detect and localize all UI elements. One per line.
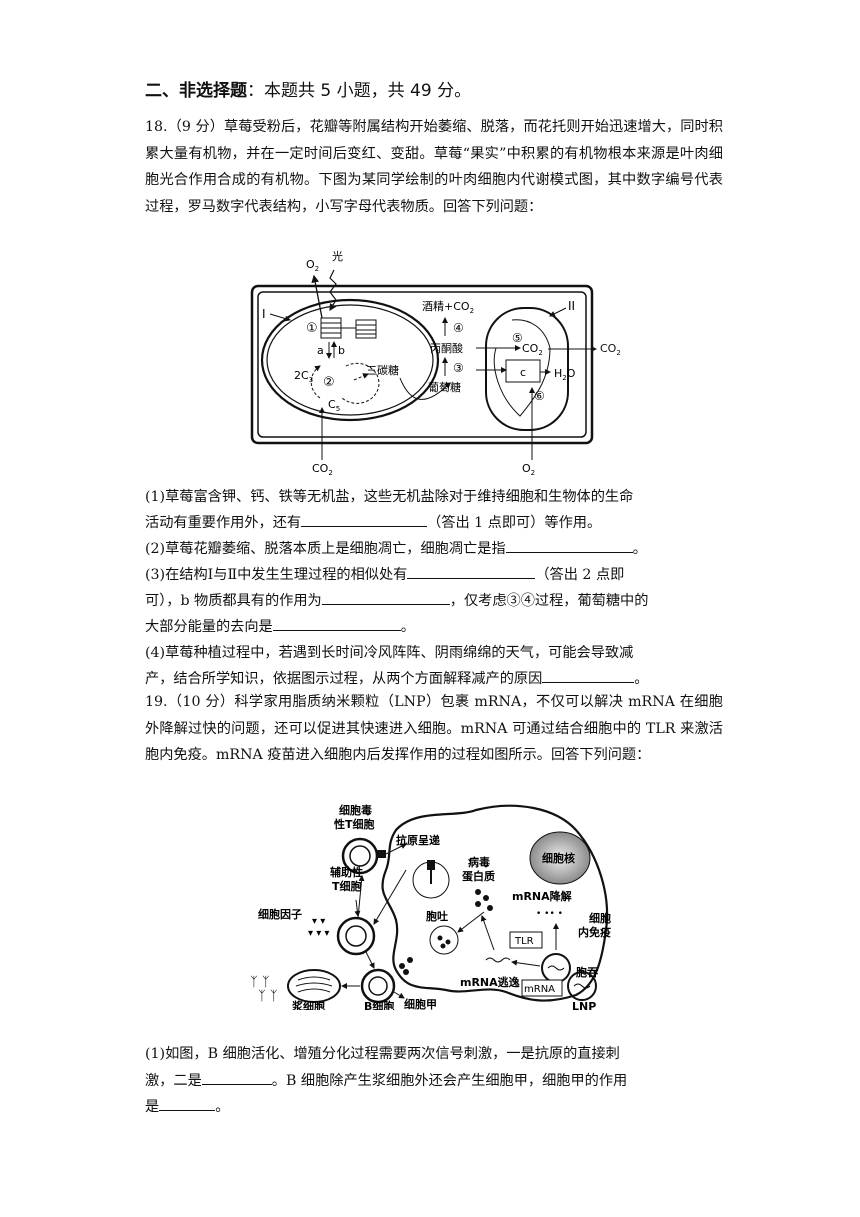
light-label: 光: [332, 249, 343, 263]
cell-wall: [250, 284, 594, 445]
co2-bottom-label: CO2: [312, 462, 333, 477]
process-2-label: ②: [323, 375, 335, 390]
q18-sub4-line1: (4)草莓种植过程中，若遇到长时间冷风阵阵、阴雨绵绵的天气，可能会导致减: [145, 645, 634, 661]
chloroplast: [260, 298, 440, 422]
q19-sub1-line1: (1)如图，B 细胞活化、增殖分化过程需要两次信号刺激，一是抗原的直接刺: [145, 1046, 620, 1062]
process-5-label: ⑤: [512, 331, 523, 345]
section-heading-rest: ：本题共 5 小题，共 49 分。: [247, 81, 472, 101]
nucleus: [529, 831, 591, 885]
plasma-cell: [287, 969, 341, 1003]
ctl-label-2: 性T细胞: [334, 817, 375, 831]
mitochondrion: [485, 307, 569, 431]
b-cell-label: B细胞: [364, 999, 394, 1010]
process-1-label: ①: [306, 321, 318, 336]
helper-t-label-1: 辅助性: [330, 865, 363, 879]
mrna-box-label: mRNA: [524, 984, 555, 995]
c5-label: C5: [328, 398, 340, 413]
helper-t-cell: [336, 916, 376, 956]
answer-blank-q18-3b[interactable]: [321, 590, 450, 605]
pyruvate-label: 丙酮酸: [430, 341, 463, 355]
tlr-label: TLR: [514, 936, 534, 947]
q18-sub1-line1: (1)草莓富含钾、钙、铁等无机盐，这些无机盐除对于维持细胞和生物体的生命: [145, 489, 634, 505]
b-cell: [360, 968, 396, 1004]
substance-a-label: a: [317, 344, 324, 357]
answer-blank-q19-1a[interactable]: [201, 1070, 272, 1085]
process-4-label: ④: [453, 321, 464, 335]
granum-1: [320, 317, 342, 339]
exocytosis-label: 胞吐: [426, 909, 448, 923]
roman-1-label: I: [262, 307, 266, 321]
helper-t-label-2: T细胞: [332, 879, 362, 893]
viral-protein-label-1: 病毒: [468, 855, 490, 869]
mrna-vaccine-diagram: 细胞核 细胞毒 性T细胞 抗原呈递 病毒 蛋白质 辅助性 T细胞 细胞因子 ▾ …: [250, 803, 611, 1010]
mrna-box: [521, 979, 563, 997]
granum-2: [355, 319, 377, 339]
glucose-label: 葡萄糖: [428, 380, 461, 394]
leaf-cell-diagram: O2 光 I ① a b ② 2C3 C5 三碳糖 CO2 酒精+CO2 ④ 丙…: [250, 249, 597, 477]
tlr-box: [509, 931, 543, 949]
q18-sub3-line3: 大部分能量的去向是。: [145, 616, 415, 636]
mrna-escape-label: mRNA逃逸: [460, 975, 520, 989]
q19-sub1-line3: 是。: [145, 1096, 229, 1116]
co2-inner-label: CO2: [522, 342, 543, 357]
triose-label: 三碳糖: [366, 363, 399, 377]
q18-sub4-line2: 产，结合所学知识，依据图示过程，从两个方面解释减产的原因。: [145, 668, 648, 688]
cell-jia-label: 细胞甲: [404, 997, 437, 1010]
q18-sub3-line1: (3)在结构Ⅰ与Ⅱ中发生生理过程的相似处有（答出 2 点即: [145, 564, 624, 584]
answer-blank-q18-3c[interactable]: [272, 616, 401, 631]
plasma-cell-label: 浆细胞: [292, 999, 325, 1010]
antigen-present-label: 抗原呈递: [396, 833, 440, 847]
q18-sub2: (2)草莓花瓣萎缩、脱落本质上是细胞凋亡，细胞凋亡是指。: [145, 538, 647, 558]
viral-protein-label-2: 蛋白质: [462, 869, 495, 883]
answer-blank-q18-4[interactable]: [542, 668, 635, 683]
q18-sub3-line2: 可），b 物质都具有的作用为，仅考虑③④过程，葡萄糖中的: [145, 590, 648, 610]
c3-label: 2C3: [294, 369, 313, 384]
process-6-label: ⑥: [534, 389, 545, 403]
q18-stem: 18.（9 分）草莓受粉后，花瓣等附属结构开始萎缩、脱落，而花托则开始迅速增大，…: [145, 119, 723, 215]
c-label: c: [520, 366, 526, 379]
section-heading: 二、非选择题：本题共 5 小题，共 49 分。: [145, 76, 471, 101]
o2-bottom-label: O2: [522, 462, 535, 477]
roman-2-label: II: [568, 299, 575, 313]
ctl-label-1: 细胞毒: [339, 803, 372, 817]
lnp-label: LNP: [572, 1000, 596, 1010]
intracellular-label-2: 内免疫: [578, 925, 611, 939]
alcohol-label: 酒精+CO2: [422, 300, 474, 315]
cytokine-dots: ▾ ▾: [312, 916, 325, 927]
o2-top-label: O2: [306, 258, 319, 273]
light-arrow: [329, 269, 337, 312]
q18-sub1-line2: 活动有重要作用外，还有（答出 1 点即可）等作用。: [145, 512, 601, 532]
antibody-glyphs-2: ᛉ ᛉ: [258, 989, 278, 1004]
degrade-dots: • •• •: [536, 909, 563, 919]
process-3-label: ③: [453, 361, 464, 375]
section-heading-bold: 二、非选择题: [145, 81, 247, 101]
cytokine-dots-2: ▾ ▾ ▾: [308, 928, 329, 939]
antibody-glyphs: ᛉ ᛉ: [250, 975, 270, 990]
h2o-label: H2O: [554, 367, 576, 382]
cytokine-label: 细胞因子: [258, 907, 302, 921]
answer-blank-q18-3a[interactable]: [407, 564, 536, 579]
host-cell-outline: [381, 804, 609, 1002]
q19-stem: 19.（10 分）科学家用脂质纳米颗粒（LNP）包裹 mRNA，不仅可以解决 m…: [145, 694, 723, 763]
substance-b-label: b: [338, 344, 345, 357]
q19-sub1-line2: 激，二是。B 细胞除产生浆细胞外还会产生细胞甲，细胞甲的作用: [145, 1070, 627, 1090]
lnp-particle: [567, 971, 597, 1001]
cell-membrane: [257, 291, 587, 438]
mrna-degrade-label: mRNA降解: [512, 889, 572, 903]
nucleus-label: 细胞核: [542, 851, 575, 865]
answer-blank-q19-1b[interactable]: [159, 1096, 216, 1111]
answer-blank-q18-1[interactable]: [301, 512, 428, 527]
answer-blank-q18-2[interactable]: [505, 538, 633, 553]
co2-outer-label: CO2: [600, 342, 621, 358]
intracellular-label-1: 细胞: [589, 911, 611, 925]
